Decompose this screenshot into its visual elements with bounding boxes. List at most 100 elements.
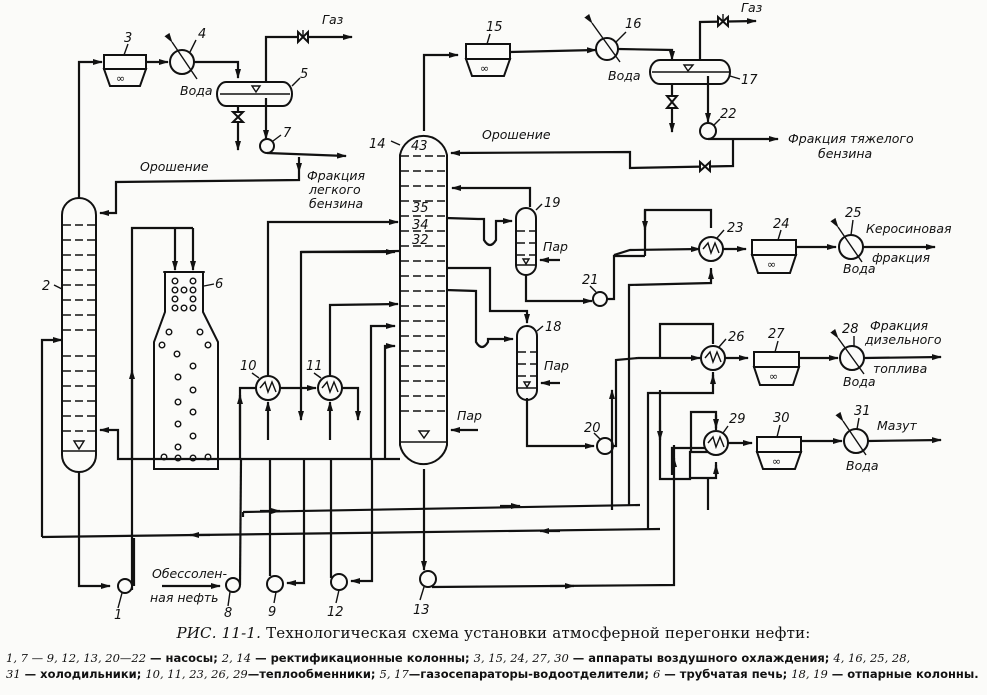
fan-icon: ∞	[767, 258, 776, 271]
equipment-label-8: 8	[224, 606, 232, 621]
furnace-tube	[174, 420, 182, 428]
heat-exchanger-10: 10	[240, 359, 281, 401]
valve-icon	[297, 29, 309, 45]
stripper-19: 19	[515, 196, 561, 276]
legend-numbers: 18, 19	[791, 667, 828, 681]
valve-icon	[664, 95, 680, 109]
equipment-label-20: 20	[584, 421, 601, 436]
fan-icon: ∞	[772, 455, 781, 468]
kerosene-label-2: фракция	[872, 250, 930, 265]
air-cooler-3: ∞ 3	[102, 31, 148, 87]
legend-numbers: 10, 11, 23, 26, 29	[145, 667, 248, 681]
reflux-label-2: Орошение	[482, 127, 551, 142]
equipment-label-31: 31	[854, 404, 871, 419]
equipment-label-5: 5	[300, 67, 308, 82]
valve-icon	[699, 159, 711, 174]
furnace-tube	[189, 277, 197, 285]
steam-label-2: Пар	[544, 358, 569, 373]
legend-text: — отпарные колонны.	[827, 667, 979, 681]
furnace-tube	[180, 304, 188, 312]
furnace-tube	[174, 373, 182, 381]
equipment-label-6: 6	[215, 277, 223, 292]
light-gasoline-label: Фракция	[307, 168, 366, 183]
legend-numbers: 4, 16, 25, 28,	[833, 651, 911, 665]
equipment-label-10: 10	[240, 359, 257, 374]
equipment-label-1: 1	[114, 608, 122, 623]
tray-label-34: 34	[412, 218, 429, 233]
equipment-label-23: 23	[727, 221, 744, 236]
equipment-label-16: 16	[625, 17, 642, 32]
pump-9: 9	[266, 575, 284, 620]
furnace-tube	[171, 277, 179, 285]
figure-caption: РИС. 11-1. Технологическая схема установ…	[0, 624, 987, 642]
gas-label-2: Газ	[741, 0, 763, 15]
water-cooler-25: 25 Вода	[830, 206, 876, 276]
furnace-tube	[196, 328, 204, 336]
crude-oil-label-2: ная нефть	[150, 590, 219, 605]
fan-icon: ∞	[769, 370, 778, 383]
figure-title: Технологическая схема установки атмосфер…	[266, 624, 811, 642]
light-gasoline-label-3: бензина	[309, 196, 363, 211]
water-label: Вода	[843, 261, 876, 276]
equipment-label-11: 11	[306, 359, 323, 374]
equipment-label-26: 26	[728, 330, 745, 345]
light-gasoline-label-2: легкого	[308, 182, 361, 197]
tray-label-35: 35	[412, 201, 429, 216]
furnace-tube	[174, 398, 182, 406]
diesel-label-2: дизельного	[864, 332, 942, 347]
legend-text: — трубчатая печь;	[660, 667, 792, 681]
legend-numbers: 3, 15, 24, 27, 30	[473, 651, 569, 665]
diesel-label: Фракция	[870, 318, 929, 333]
equipment-label-9: 9	[268, 605, 276, 620]
tray-label-32: 32	[412, 233, 429, 248]
air-cooler-30: ∞ 30	[755, 411, 803, 470]
legend-text: — аппараты воздушного охлаждения;	[568, 651, 834, 665]
legend-numbers: 2, 14	[221, 651, 252, 665]
pump-8: 8	[224, 577, 241, 621]
equipment-label-15: 15	[486, 20, 503, 35]
water-cooler-28: 28 Вода	[830, 322, 876, 389]
equipment-label-29: 29	[729, 412, 746, 427]
legend-text: —газосепараторы-водоотделители;	[408, 667, 653, 681]
figure-legend-line-1: 1, 7 — 9, 12, 13, 20—22 — насосы; 2, 14 …	[6, 651, 987, 665]
furnace-6: 6	[153, 271, 223, 470]
legend-text: —теплообменники;	[247, 667, 380, 681]
legend-numbers: 1, 7 — 9, 12, 13, 20—22	[6, 651, 147, 665]
equipment-label-2: 2	[42, 279, 50, 294]
diesel-label-3: топлива	[873, 361, 927, 376]
equipment-label-28: 28	[842, 322, 859, 337]
water-cooler-16: 16 Вода	[584, 13, 642, 83]
water-label: Вода	[180, 83, 213, 98]
air-cooler-27: ∞ 27	[752, 327, 801, 386]
furnace-tube	[189, 432, 197, 440]
process-flow-diagram: 2 ∞ 3 4 Вода 5 Газ 7	[40, 0, 952, 623]
water-label: Вода	[846, 458, 879, 473]
legend-numbers: 6	[652, 667, 661, 681]
pump-7: 7	[259, 126, 292, 154]
heat-exchanger-26: 26	[700, 330, 745, 371]
furnace-tube	[174, 443, 182, 451]
legend-text: — насосы;	[146, 651, 222, 665]
furnace-tube	[189, 286, 197, 294]
heat-exchanger-11: 11	[306, 359, 343, 401]
furnace-tube	[189, 304, 197, 312]
valve-icon	[717, 14, 729, 29]
equipment-label-18: 18	[545, 320, 562, 335]
equipment-label-4: 4	[198, 27, 206, 42]
furnace-tube	[189, 408, 197, 416]
water-cooler-4: 4 Вода	[164, 27, 213, 98]
equipment-label-24: 24	[773, 217, 790, 232]
pump-22: 22	[699, 107, 737, 140]
figure-legend-line-2: 31 — холодильники; 10, 11, 23, 26, 29—те…	[6, 667, 987, 681]
pump-13: 13	[413, 570, 437, 618]
column-14: 14 43 35 34 32	[369, 134, 448, 466]
pump-1: 1	[114, 578, 133, 623]
equipment-label-27: 27	[768, 327, 785, 342]
equipment-label-3: 3	[124, 31, 132, 46]
tray-label-43: 43	[411, 139, 428, 154]
legend-numbers: 5, 17	[379, 667, 409, 681]
reflux-label-1: Орошение	[140, 159, 209, 174]
furnace-tube	[171, 304, 179, 312]
heat-exchanger-23: 23	[698, 221, 744, 262]
fan-icon: ∞	[116, 72, 125, 85]
